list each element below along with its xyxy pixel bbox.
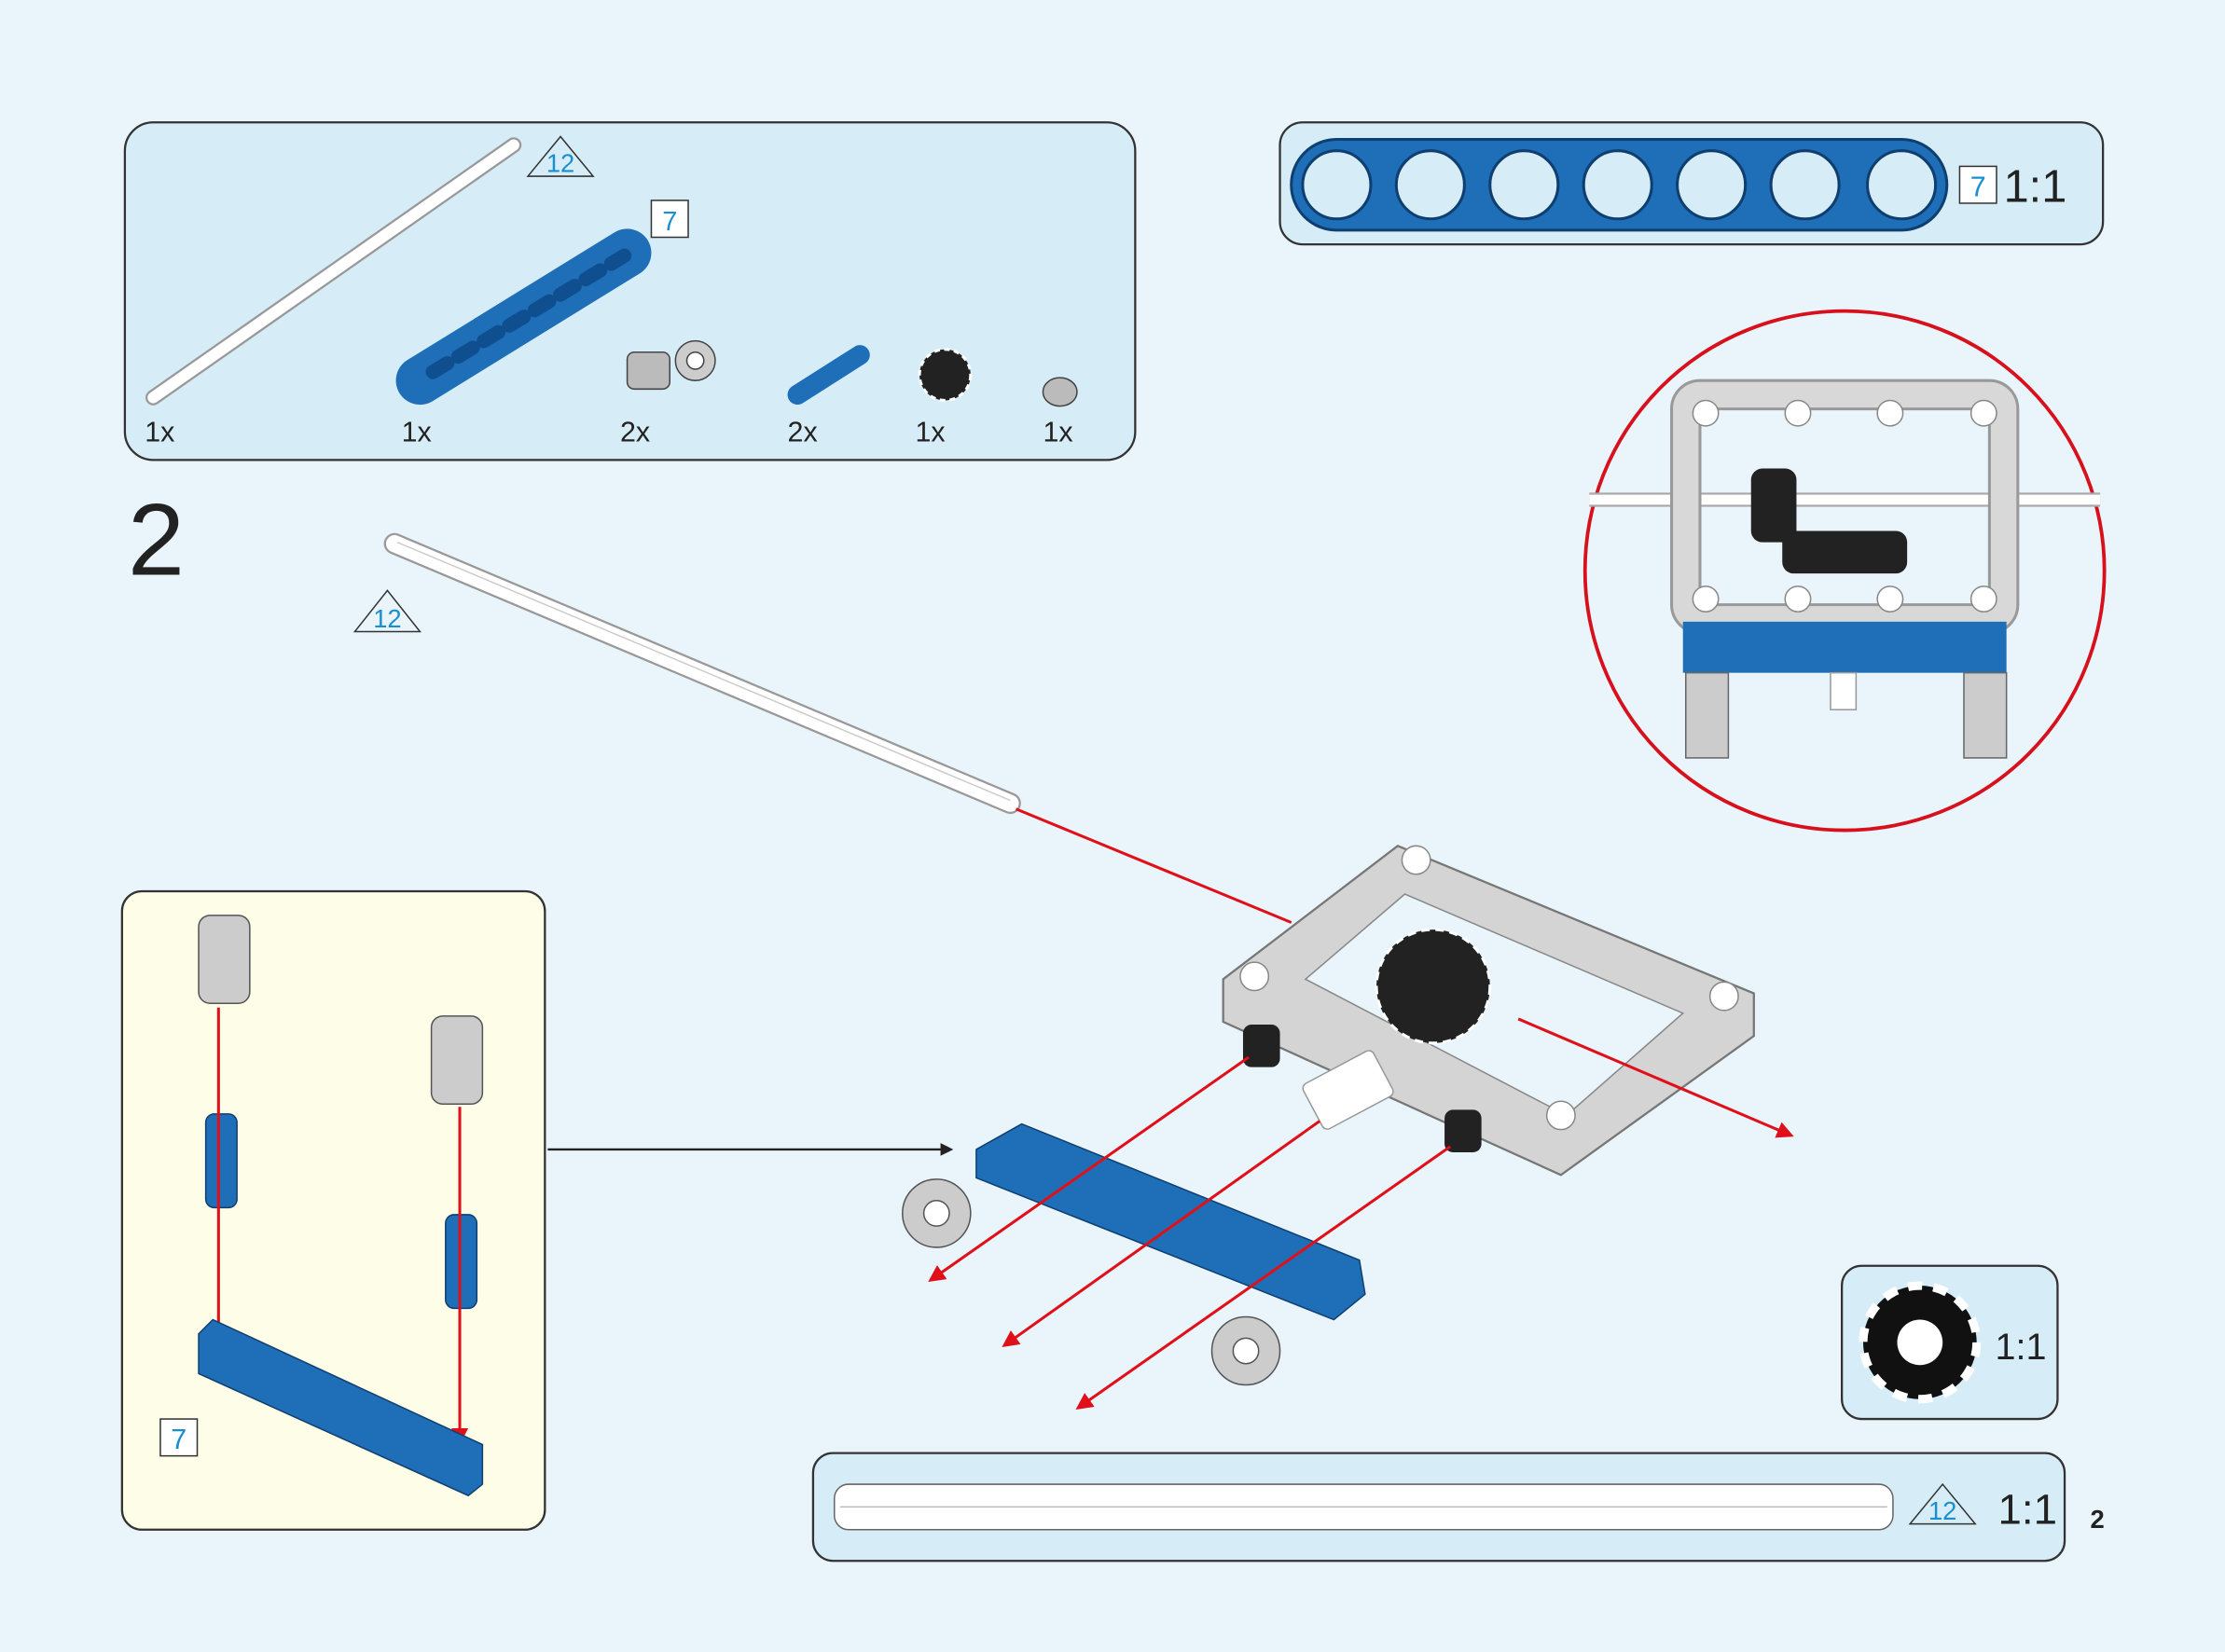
- page-number: 2: [2090, 1505, 2104, 1534]
- insert-arrows: [928, 1017, 1794, 1410]
- scale-label: 1:1: [1995, 1327, 2046, 1368]
- beam-size-badge: 7: [650, 200, 689, 239]
- insert-arrow: [1015, 807, 1292, 924]
- qty-label: 1x: [402, 417, 432, 448]
- scale-label: 1:1: [2004, 161, 2067, 212]
- qty-label: 1x: [1043, 417, 1072, 448]
- parts-list-panel: 12 7 1x 1x 2x 2x 1x 1x: [123, 121, 1137, 461]
- axle-part: [383, 532, 1021, 815]
- subassembly-panel: 7: [120, 889, 546, 1531]
- bush-part-icon: [1042, 377, 1078, 407]
- axle-scale-panel: 12 1:1: [811, 1452, 2066, 1563]
- step-number: 2: [128, 484, 185, 598]
- gear-part-icon: [918, 348, 973, 403]
- qty-label: 2x: [620, 417, 650, 448]
- qty-label: 1x: [915, 417, 945, 448]
- svg-text:12: 12: [546, 149, 574, 178]
- axle-size-badge: 12: [352, 589, 422, 633]
- svg-text:7: 7: [662, 207, 677, 237]
- svg-text:12: 12: [373, 604, 401, 633]
- qty-label: 2x: [788, 417, 818, 448]
- detail-callout: [1582, 309, 2107, 833]
- frame-assembly: [1222, 844, 1755, 1177]
- connector-part-icon: [626, 339, 716, 391]
- axle-part-icon: [145, 137, 522, 406]
- qty-label: 1x: [145, 417, 174, 448]
- beam-assembly: [902, 1122, 1366, 1386]
- axle-size-badge: 12: [526, 135, 595, 178]
- scale-label: 1:1: [1998, 1486, 2057, 1534]
- axle-size-badge: 12: [1928, 1496, 1956, 1525]
- beam-size-badge: 7: [1970, 171, 1986, 202]
- gear-scale-panel: 1:1: [1841, 1264, 2059, 1421]
- beam-scale-panel: 7 1:1: [1278, 121, 2105, 246]
- beam-size-badge: 7: [171, 1424, 187, 1455]
- pin-part-icon: [787, 345, 870, 406]
- beam-part-icon: [395, 228, 652, 406]
